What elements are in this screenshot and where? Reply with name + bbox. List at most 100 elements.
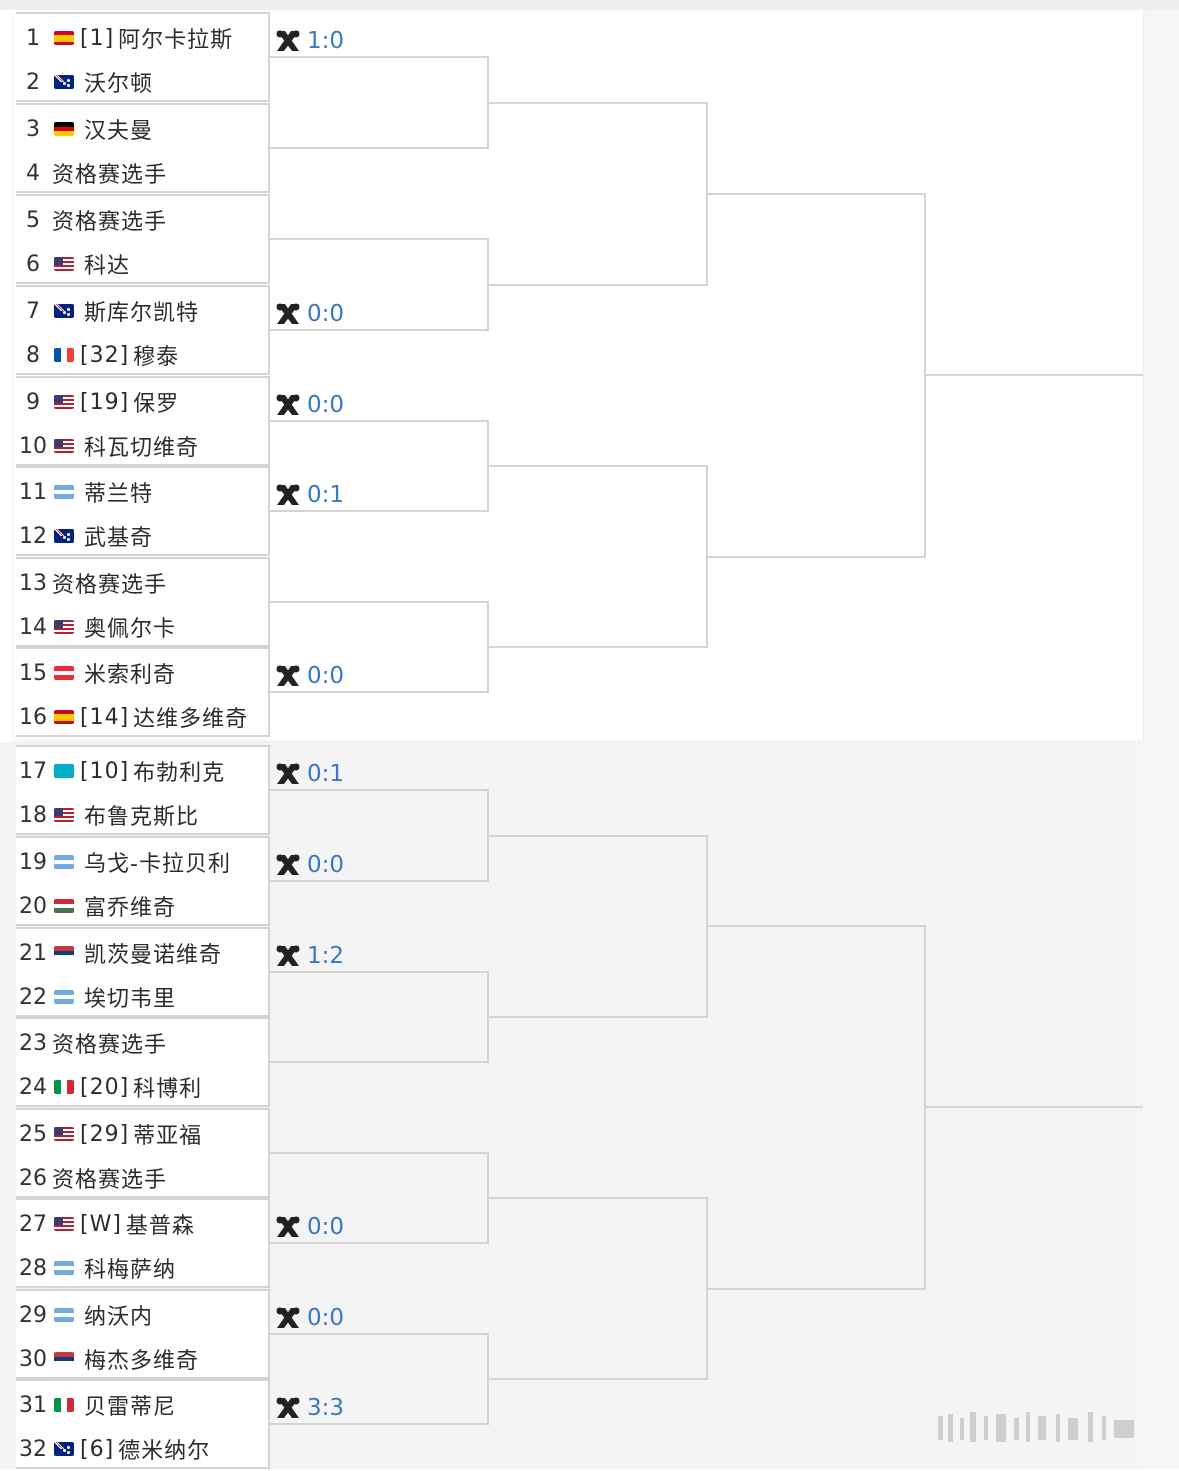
draw-position-number: 4 xyxy=(26,160,40,186)
draw-position-number: 5 xyxy=(26,207,40,233)
player-name: 蒂兰特 xyxy=(84,482,154,507)
player-name: 富乔维奇 xyxy=(84,896,177,921)
draw-position-number: 25 xyxy=(19,1121,47,1147)
bracket-connector xyxy=(270,420,488,422)
head-to-head-badge[interactable]: 0:0 xyxy=(275,1212,344,1242)
head-to-head-badge[interactable]: 1:0 xyxy=(275,26,344,56)
head-to-head-score: 0:1 xyxy=(307,761,345,787)
bracket-connector xyxy=(270,238,488,240)
head-to-head-score: 0:1 xyxy=(307,482,345,508)
head-to-head-badge[interactable]: 1:2 xyxy=(275,941,344,971)
player-row[interactable]: 32[6]德米纳尔 xyxy=(16,1427,268,1471)
hungary-flag-icon xyxy=(54,899,74,913)
draw-position-number: 20 xyxy=(19,893,47,919)
semifinal-connector xyxy=(925,1106,1143,1109)
head-to-head-score: 0:0 xyxy=(307,852,345,878)
argentina-flag-icon xyxy=(54,1308,74,1322)
player-name: 沃尔顿 xyxy=(84,72,154,97)
player-row[interactable]: 24[20]科博利 xyxy=(16,1065,268,1109)
player-name: 德米纳尔 xyxy=(118,1439,211,1464)
player-row[interactable]: 20 富乔维奇 xyxy=(16,884,268,928)
head-to-head-score: 0:0 xyxy=(307,1305,345,1331)
draw-position-number: 21 xyxy=(19,940,47,966)
player-name: 穆泰 xyxy=(133,345,180,370)
crossed-rackets-icon xyxy=(276,1397,300,1418)
player-name: 布鲁克斯比 xyxy=(84,805,200,830)
head-to-head-score: 1:0 xyxy=(307,28,345,54)
head-to-head-badge[interactable]: 0:0 xyxy=(275,390,344,420)
bracket-connector xyxy=(270,1423,488,1425)
head-to-head-badge[interactable]: 0:0 xyxy=(275,299,344,329)
draw-position-number: 27 xyxy=(19,1211,47,1237)
semifinal-connector xyxy=(925,374,1143,376)
player-row[interactable]: 8[32]穆泰 xyxy=(16,333,268,377)
head-to-head-badge[interactable]: 0:1 xyxy=(275,759,344,789)
head-to-head-badge[interactable]: 0:0 xyxy=(275,1303,344,1333)
bracket-connector xyxy=(270,56,488,58)
bracket-connector xyxy=(488,646,707,648)
head-to-head-badge[interactable]: 0:1 xyxy=(275,480,344,510)
australia-flag-icon xyxy=(54,75,74,89)
seed-label: [1] xyxy=(80,25,115,51)
player-row[interactable]: 27[W]基普森 xyxy=(16,1202,268,1246)
player-row[interactable]: 9[19]保罗 xyxy=(16,380,268,424)
head-to-head-badge[interactable]: 3:3 xyxy=(275,1393,344,1423)
crossed-rackets-icon xyxy=(276,484,300,505)
player-name: 乌戈-卡拉贝利 xyxy=(84,852,231,877)
player-row[interactable]: 25[29]蒂亚福 xyxy=(16,1112,268,1156)
player-name: 科达 xyxy=(84,254,131,279)
head-to-head-badge[interactable]: 0:0 xyxy=(275,661,344,691)
bracket-connector xyxy=(270,1242,488,1244)
bracket-connector xyxy=(488,1378,707,1380)
usa-flag-icon xyxy=(54,257,74,271)
bracket-connector xyxy=(270,329,488,331)
draw-position-number: 7 xyxy=(26,298,40,324)
player-row[interactable]: 17[10]布勃利克 xyxy=(16,749,268,793)
player-row[interactable]: 16[14]达维多维奇 xyxy=(16,695,268,739)
head-to-head-badge[interactable]: 0:0 xyxy=(275,850,344,880)
seed-label: [20] xyxy=(80,1074,130,1100)
draw-position-number: 1 xyxy=(26,25,40,51)
head-to-head-score: 0:0 xyxy=(307,1214,345,1240)
player-row[interactable]: 1[1]阿尔卡拉斯 xyxy=(16,16,268,60)
head-to-head-score: 0:0 xyxy=(307,392,345,418)
